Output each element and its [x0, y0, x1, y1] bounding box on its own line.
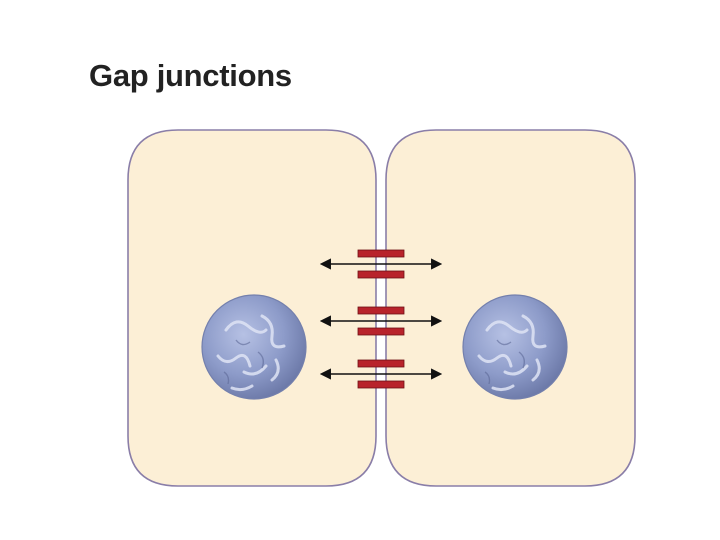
- gap-junction-1: [319, 249, 443, 279]
- diagram-title: Gap junctions: [89, 58, 292, 93]
- right-nucleus: [462, 294, 568, 400]
- gap-junction-3: [319, 359, 443, 389]
- left-nucleus: [201, 294, 307, 400]
- gap-junction-2: [319, 306, 443, 336]
